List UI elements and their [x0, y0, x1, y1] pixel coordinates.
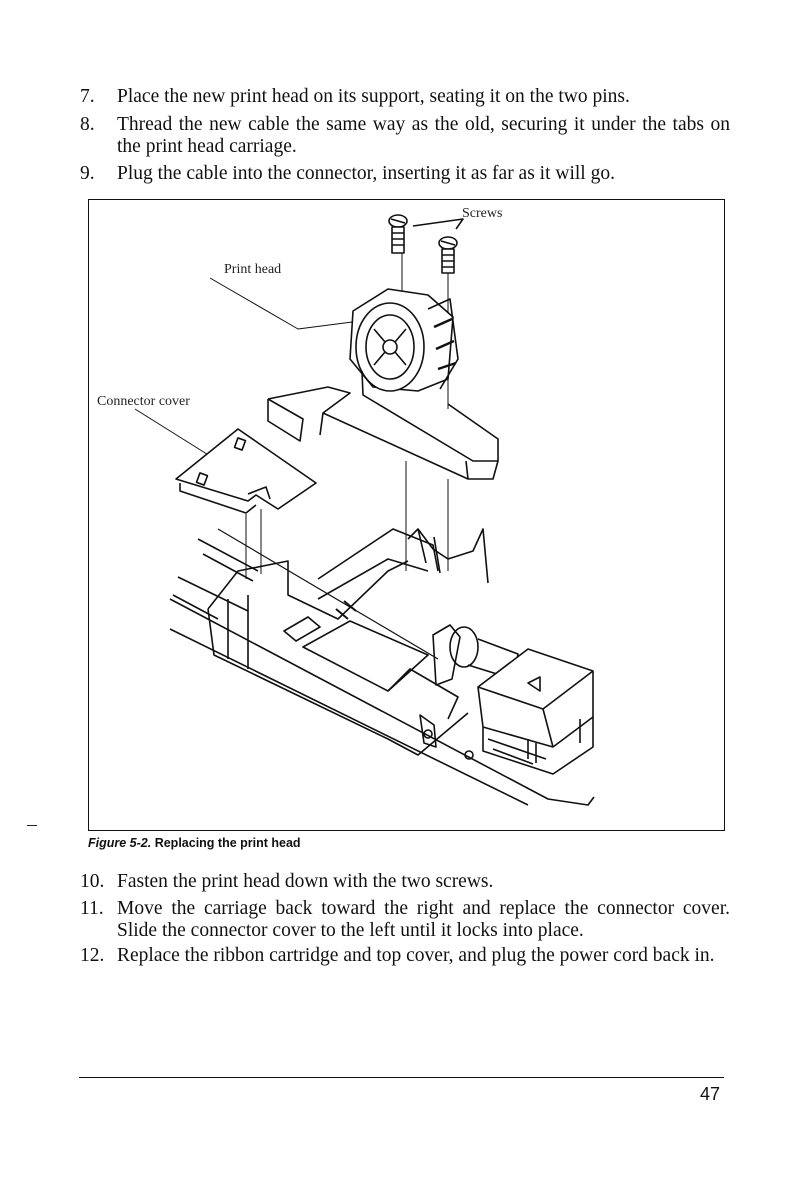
step-text: Place the new print head on its support,…	[117, 86, 630, 107]
label-screws: Screws	[462, 206, 503, 221]
screw-icon	[438, 236, 458, 274]
step-number: 12.	[80, 945, 105, 966]
step-8: 8. Thread the new cable the same way as …	[80, 114, 730, 158]
step-text: Fasten the print head down with the two …	[117, 871, 494, 892]
step-number: 8.	[80, 114, 95, 135]
figure-caption-text: Replacing the print head	[154, 836, 301, 850]
step-text: Replace the ribbon cartridge and top cov…	[117, 945, 715, 966]
figure-number: Figure 5-2.	[88, 836, 152, 850]
step-10: 10. Fasten the print head down with the …	[80, 871, 730, 893]
step-7: 7. Place the new print head on its suppo…	[80, 86, 730, 108]
screw-icon	[388, 214, 408, 254]
step-11: 11. Move the carriage back toward the ri…	[80, 898, 730, 942]
print-head-icon	[349, 288, 459, 392]
cable-band	[267, 370, 499, 480]
margin-mark	[27, 825, 37, 826]
label-print-head: Print head	[224, 262, 282, 277]
figure-caption: Figure 5-2. Replacing the print head	[88, 836, 301, 850]
step-9: 9. Plug the cable into the connector, in…	[80, 163, 730, 185]
step-number: 11.	[80, 898, 104, 919]
connector-cover	[175, 428, 317, 514]
step-number: 10.	[80, 871, 105, 892]
label-connector-cover: Connector cover	[97, 394, 190, 409]
step-text: Thread the new cable the same way as the…	[117, 114, 730, 157]
step-text: Plug the cable into the connector, inser…	[117, 163, 615, 184]
step-text: Move the carriage back toward the right …	[117, 898, 730, 941]
step-number: 7.	[80, 86, 95, 107]
motor-icon	[477, 648, 594, 775]
figure-frame	[88, 199, 725, 831]
step-number: 9.	[80, 163, 95, 184]
footer-rule	[79, 1077, 724, 1078]
printer-chassis	[169, 528, 595, 806]
print-head-illustration	[134, 214, 595, 806]
page-number: 47	[700, 1084, 721, 1104]
step-12: 12. Replace the ribbon cartridge and top…	[80, 945, 730, 989]
